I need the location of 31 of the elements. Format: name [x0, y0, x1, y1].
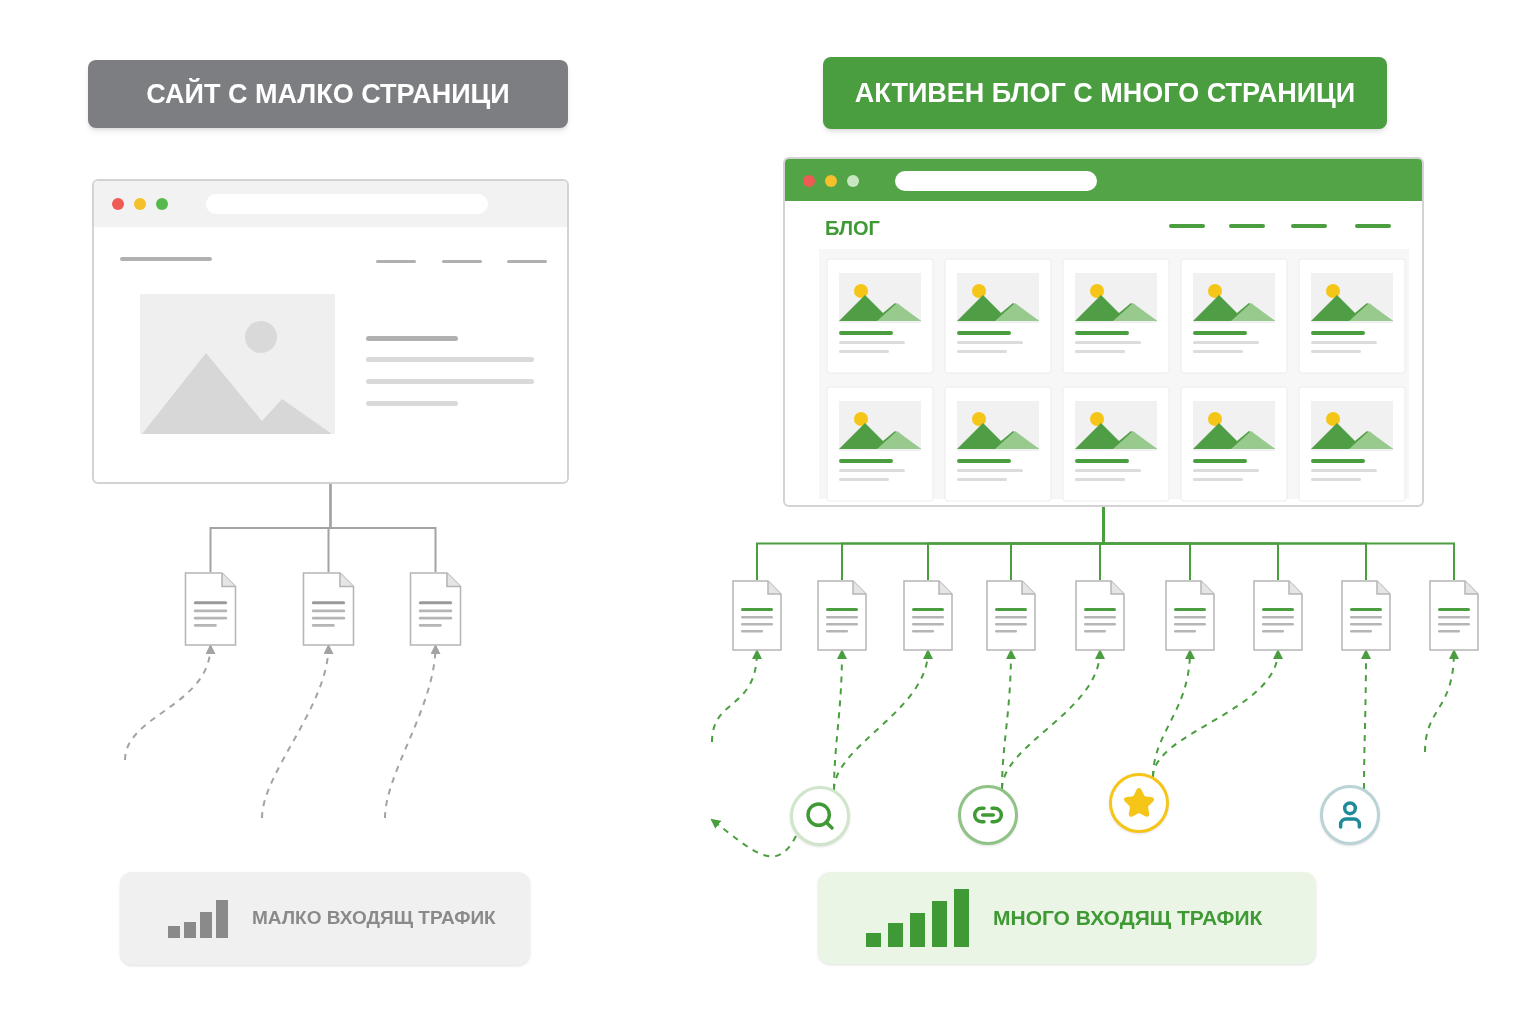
- document-icon: [903, 580, 953, 651]
- dashed-arrow: [384, 644, 440, 819]
- dashed-arrow: [1424, 649, 1459, 753]
- search-icon: [790, 786, 850, 846]
- user-icon: [1320, 785, 1380, 845]
- traffic-label: МАЛКО ВХОДЯЩ ТРАФИК: [252, 906, 496, 931]
- document-icon: [183, 572, 238, 646]
- dashed-arrow: [710, 818, 797, 858]
- traffic-panel: [818, 872, 1316, 964]
- document-icon: [732, 580, 782, 651]
- traffic-panel: [120, 872, 530, 965]
- document-icon: [1075, 580, 1125, 651]
- document-icon: [301, 572, 356, 646]
- link-icon: [958, 785, 1018, 845]
- document-icon: [1429, 580, 1479, 651]
- connector-line: [329, 483, 437, 573]
- document-icon: [408, 572, 463, 646]
- title-banner: АКТИВЕН БЛОГ С МНОГО СТРАНИЦИ: [823, 57, 1387, 129]
- document-icon: [1253, 580, 1303, 651]
- traffic-label: МНОГО ВХОДЯЩ ТРАФИК: [993, 905, 1263, 932]
- title-banner: САЙТ С МАЛКО СТРАНИЦИ: [88, 60, 568, 128]
- dashed-arrow: [711, 649, 762, 743]
- dashed-arrow: [261, 644, 333, 819]
- document-icon: [1165, 580, 1215, 651]
- document-icon: [1341, 580, 1391, 651]
- document-icon: [986, 580, 1036, 651]
- browser-window-drawing: [783, 157, 1424, 507]
- browser-window-drawing: [92, 179, 569, 484]
- blog-heading: БЛОГ: [825, 216, 880, 241]
- document-icon: [817, 580, 867, 651]
- dashed-arrow: [124, 644, 215, 761]
